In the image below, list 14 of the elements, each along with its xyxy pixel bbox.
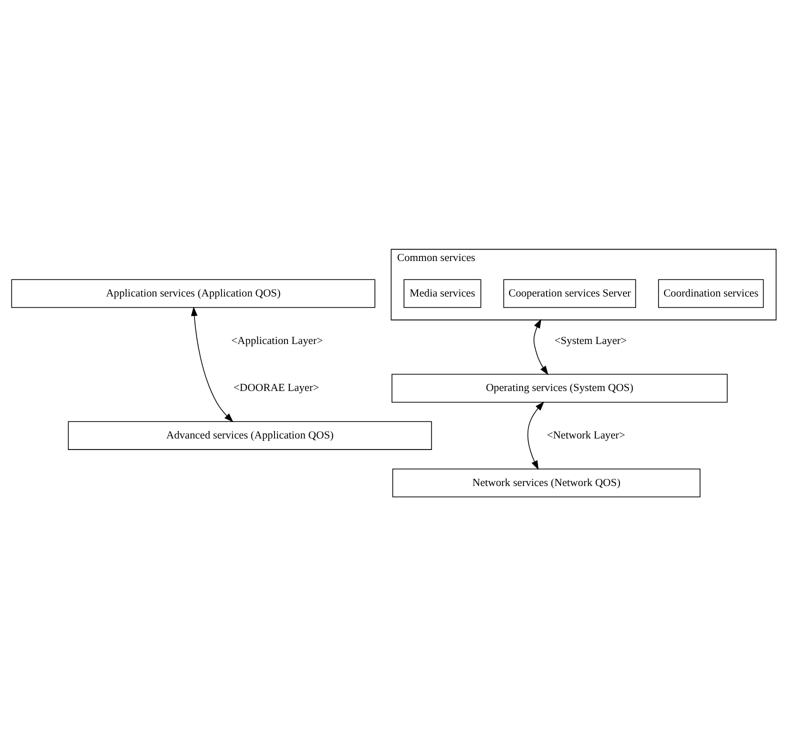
node-box: Cooperation services Server [503,279,636,308]
arrow [534,318,548,376]
node-box: Operating services (System QOS) [392,374,728,403]
label: <DOORAE Layer> [234,382,320,394]
node-box: Network services (Network QOS) [392,468,700,498]
node-box: Application services (Application QOS) [11,279,376,308]
label: <Application Layer> [231,334,323,347]
label: <System Layer> [554,334,627,347]
arrow [191,306,234,422]
arrow [527,401,544,470]
node-box: Advanced services (Application QOS) [68,421,432,450]
node-box: Coordination services [658,279,764,308]
node-box: Media services [404,279,482,308]
label: <Network Layer> [546,429,626,442]
